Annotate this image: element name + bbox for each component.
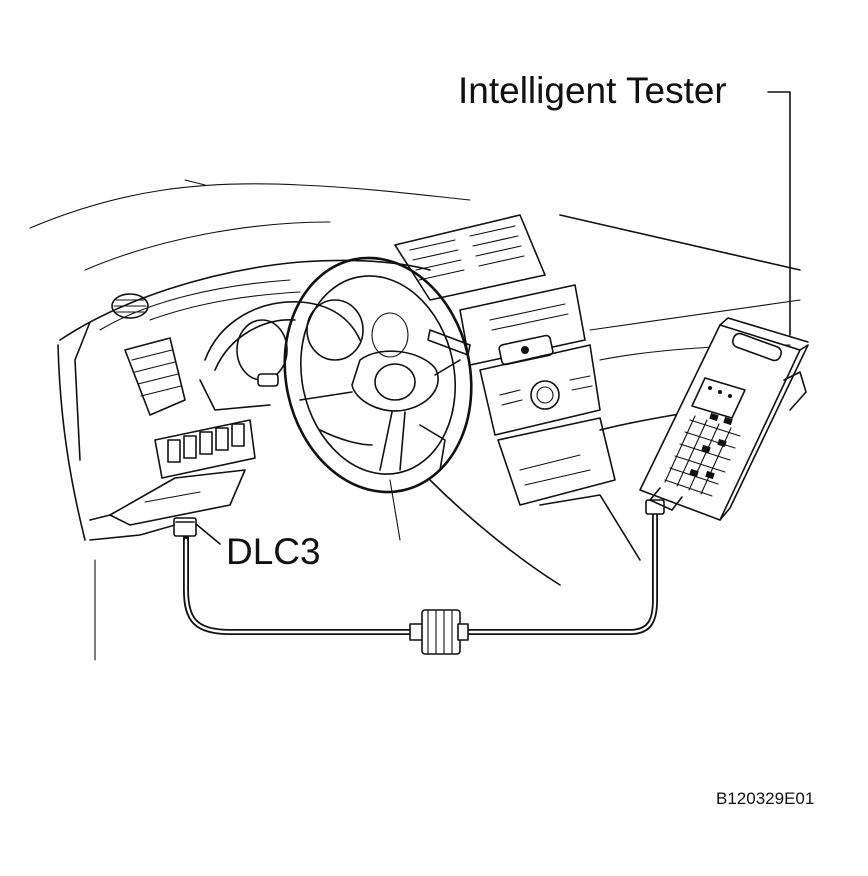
figure-id: B120329E01: [716, 789, 815, 808]
tester-cable: [173, 499, 665, 655]
center-console: [394, 214, 641, 586]
tester-keypad: [664, 412, 741, 497]
dlc3-leader-line: [195, 523, 221, 545]
tester-leader-line: [767, 91, 791, 336]
dashboard-outline: [29, 179, 801, 541]
intelligent-tester-device: [639, 317, 809, 521]
tester-label: Intelligent Tester: [458, 70, 727, 111]
cable-adapter: [409, 609, 469, 655]
instrument-cluster: [199, 299, 409, 411]
steering-wheel: [283, 256, 473, 541]
dlc3-label: DLC3: [226, 531, 321, 572]
switch-panel: [89, 419, 256, 661]
left-air-vent: [124, 337, 186, 416]
